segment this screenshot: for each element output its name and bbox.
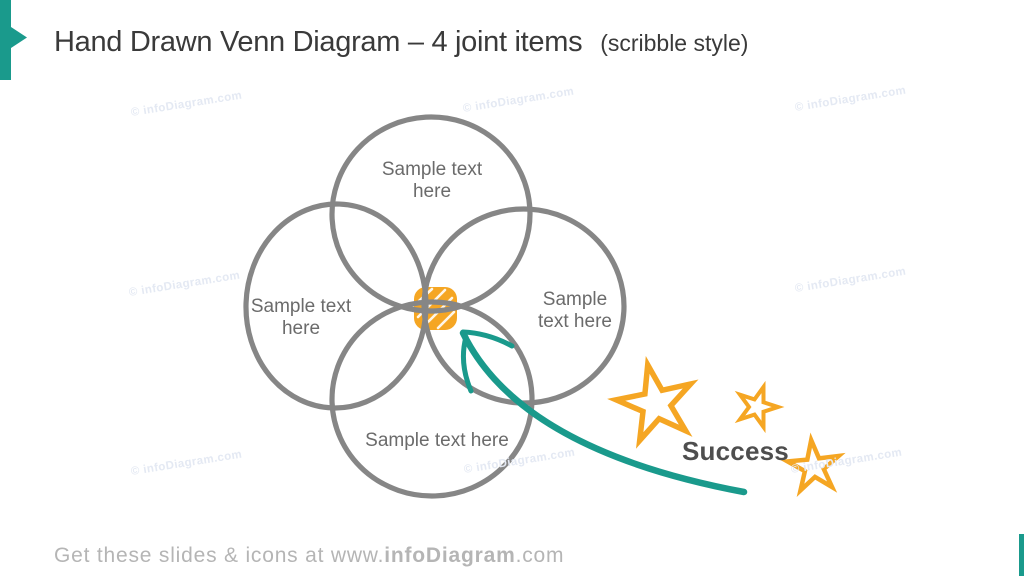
venn-label-left: Sample text here <box>250 296 352 339</box>
title-main-text: Hand Drawn Venn Diagram – 4 joint items <box>54 26 583 58</box>
slide-accent-corner-bar <box>1019 534 1024 576</box>
star-medium-icon <box>780 432 846 498</box>
slide-accent-ribbon <box>0 0 27 80</box>
arrow-icon <box>459 329 748 496</box>
star-large-icon <box>607 355 699 449</box>
footer-prefix-text: Get these slides & icons at www. <box>54 544 385 567</box>
star-small-icon <box>734 380 785 434</box>
title-suffix-text: (scribble style) <box>600 30 749 56</box>
footer-brand-link[interactable]: infoDiagram <box>384 544 516 567</box>
venn-circle-top <box>329 114 533 314</box>
venn-label-bottom: Sample text here <box>365 430 509 451</box>
venn-label-right: Sample text here <box>538 289 612 332</box>
venn-label-top: Sample text here <box>381 159 483 202</box>
footer-credit: Get these slides & icons at www.infoDiag… <box>54 544 564 568</box>
success-annotation: Success <box>682 436 789 466</box>
footer-suffix-text: .com <box>515 544 565 567</box>
page-title: Hand Drawn Venn Diagram – 4 joint items … <box>54 22 748 59</box>
venn-circle-bottom <box>329 299 535 499</box>
